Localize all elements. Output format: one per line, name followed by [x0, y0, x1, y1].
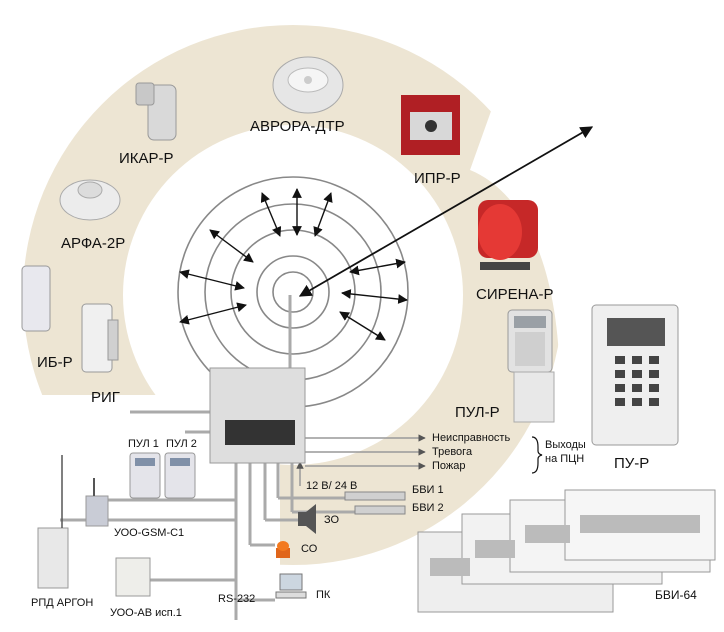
pk-label: ПК: [316, 589, 331, 601]
power-label: 12 В/ 24 В: [306, 480, 358, 492]
gsm-module-icon: [85, 478, 109, 527]
zo-label: ЗО: [324, 514, 340, 526]
fault-output-label: Неисправность: [432, 432, 511, 444]
bvi2-label: БВИ 2: [412, 502, 444, 514]
uoo-av-icon: [115, 557, 151, 597]
bvi64-label: БВИ-64: [655, 588, 697, 602]
long-radio-arrow: [298, 126, 594, 297]
sirena-label: СИРЕНА-Р: [476, 286, 554, 303]
rpd-argon-icon: [37, 455, 69, 589]
strobe-icon: [276, 541, 290, 558]
ipr-call-point-icon: [401, 95, 460, 155]
bvi1-label: БВИ 1: [412, 484, 444, 496]
pul-r-keypad-icon: [507, 309, 555, 423]
rs232-label: RS-232: [218, 593, 256, 605]
uoo-av-label: УОО-АВ исп.1: [110, 607, 182, 619]
ib-label: ИБ-Р: [37, 354, 73, 371]
ipr-label: ИПР-Р: [414, 170, 461, 187]
avrora-smoke-detector-icon: [272, 56, 344, 114]
rpd-label: РПД АРГОН: [31, 597, 94, 609]
fire-output-label: Пожар: [432, 460, 466, 472]
gsm-label: УОО-GSM-С1: [114, 527, 185, 539]
ikar-label: ИКАР-Р: [119, 150, 174, 167]
pul2-keypad-icon: [164, 452, 196, 499]
pul1-label: ПУЛ 1: [128, 438, 159, 450]
pc-icon: [275, 573, 307, 599]
arfa-label: АРФА-2Р: [61, 235, 126, 252]
control-panel-icon: [209, 367, 306, 464]
speaker-icon: [298, 504, 316, 534]
outputs-caption-line2: на ПЦН: [545, 453, 585, 465]
rig-detector-icon: [81, 303, 119, 373]
rig-label: РИГ: [91, 389, 120, 406]
bvi2-icon: [354, 505, 406, 515]
bvi64-panels-icon: [417, 489, 716, 613]
outputs-bracket: [531, 436, 543, 474]
pul2-label: ПУЛ 2: [166, 438, 197, 450]
wiring-lines: [60, 295, 360, 620]
pu-r-console-icon: [591, 304, 679, 446]
avrora-label: АВРОРА-ДТР: [250, 118, 345, 135]
bvi1-icon: [344, 491, 406, 501]
pu-r-label: ПУ-Р: [614, 455, 650, 472]
siren-icon: [478, 200, 538, 270]
pul-r-label: ПУЛ-Р: [455, 404, 500, 421]
ikar-detector-icon: [135, 82, 177, 141]
arfa-detector-icon: [59, 179, 121, 221]
alarm-output-label: Тревога: [432, 446, 473, 458]
output-lines: [296, 434, 426, 486]
co-label: СО: [301, 543, 318, 555]
outputs-caption-line1: Выходы: [545, 439, 586, 451]
ib-detector-icon: [21, 265, 51, 332]
pul1-keypad-icon: [129, 452, 161, 499]
